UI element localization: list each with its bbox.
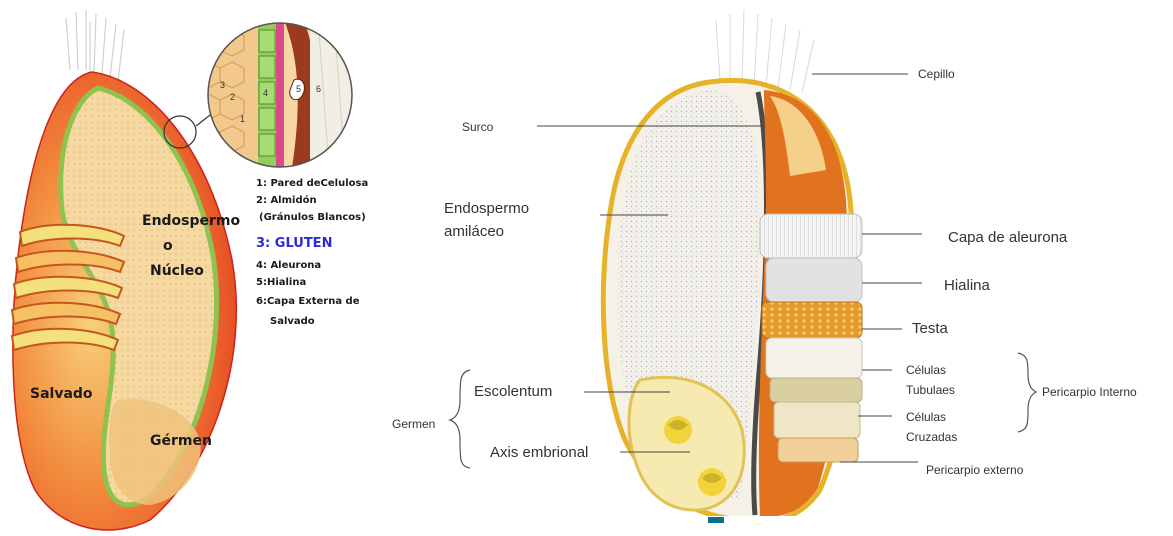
label-aleurona: Capa de aleurona	[948, 229, 1068, 246]
legend-item-6b: Salvado	[270, 316, 315, 327]
legend-item-2: 2: Almidón	[256, 194, 317, 206]
label-axis-embrional: Axis embrional	[490, 444, 588, 461]
label-tubular-line2: Tubulaes	[906, 383, 955, 397]
legend-item-4: 4: Aleurona	[256, 260, 321, 271]
inset-number-4: 4	[263, 88, 268, 98]
label-cross-line1: Células	[906, 410, 946, 424]
left-grain-illustration: 3 2 1 4 5 6 Endospermo o Núcleo Salvado …	[12, 10, 368, 530]
label-tubular-line1: Células	[906, 363, 946, 377]
inset-number-5: 5	[296, 84, 301, 94]
bran-label: Salvado	[30, 386, 93, 402]
label-pericarp-internal: Pericarpio Interno	[1042, 385, 1137, 399]
inset-number-1: 1	[240, 114, 245, 124]
cell-inset: 3 2 1 4 5 6	[196, 20, 360, 180]
endosperm-label-line3: Núcleo	[150, 263, 204, 279]
label-endosperm-line1: Endospermo	[444, 200, 529, 217]
legend-item-1: 1: Pared deCelulosa	[256, 178, 368, 189]
cell-layer-legend: 1: Pared deCelulosa 2: Almidón (Gránulos…	[256, 178, 368, 327]
inset-number-3: 3	[220, 80, 225, 90]
credit-logo	[708, 517, 724, 523]
endosperm-label-line2: o	[163, 238, 173, 254]
germ-brace	[450, 370, 470, 468]
grain-hairs-left	[66, 10, 124, 82]
layer-cutaway	[760, 214, 862, 462]
label-surco: Surco	[462, 120, 494, 134]
inset-number-6: 6	[316, 84, 321, 94]
endosperm-label-line1: Endospermo	[142, 213, 241, 229]
label-cepillo: Cepillo	[918, 67, 955, 81]
label-escolentum: Escolentum	[474, 383, 552, 400]
legend-item-2b: (Gránulos Blancos)	[259, 211, 366, 223]
label-pericarp-external: Pericarpio externo	[926, 463, 1024, 477]
inset-number-2: 2	[230, 92, 235, 102]
label-testa: Testa	[912, 320, 949, 337]
label-endosperm-line2: amiláceo	[444, 223, 504, 240]
label-cross-line2: Cruzadas	[906, 430, 957, 444]
right-grain-illustration: Cepillo Surco Endospermo amiláceo Capa d…	[392, 10, 1137, 524]
legend-item-3-gluten: 3: GLUTEN	[256, 236, 332, 251]
pericarp-brace	[1018, 353, 1036, 432]
legend-item-5: 5:Hialina	[256, 277, 306, 288]
legend-item-6: 6:Capa Externa de	[256, 296, 360, 307]
germ-label: Gérmen	[150, 433, 212, 449]
label-germen: Germen	[392, 417, 435, 431]
label-hialina: Hialina	[944, 277, 991, 294]
